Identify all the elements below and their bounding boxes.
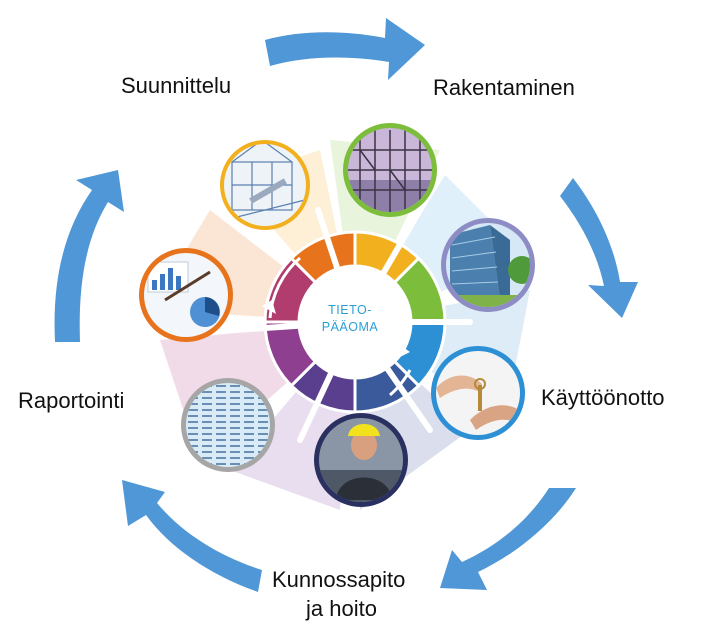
sheet-cell: [202, 415, 212, 417]
sheet-cell: [188, 439, 198, 441]
sheet-cell: [216, 385, 226, 387]
sheet-cell: [230, 427, 240, 429]
blueprint-icon: [220, 140, 310, 230]
sheet-cell: [202, 451, 212, 453]
cycle-arrows: [54, 18, 638, 592]
sheet-cell: [188, 433, 198, 435]
sheet-cell: [216, 457, 226, 459]
sheet-cell: [244, 445, 254, 447]
phase-label-rakentaminen: Rakentaminen: [433, 75, 575, 100]
sheet-cell: [244, 397, 254, 399]
phase-label-kayttoonotto: Käyttöönotto: [541, 385, 665, 410]
sheet-cell: [244, 427, 254, 429]
sheet-cell: [230, 409, 240, 411]
sheet-cell: [258, 415, 268, 417]
sheet-cell: [244, 439, 254, 441]
sheet-cell: [244, 409, 254, 411]
report-charts-icon: [139, 248, 233, 342]
sheet-cell: [202, 457, 212, 459]
center-title-line1: TIETO-: [328, 303, 372, 317]
sheet-cell: [216, 433, 226, 435]
arrow-bottom-left: [122, 480, 262, 592]
sheet-cell: [230, 451, 240, 453]
center-hub: TIETO- PÄÄOMA: [299, 266, 411, 378]
center-title-line2: PÄÄOMA: [322, 320, 379, 334]
sheet-cell: [230, 415, 240, 417]
sheet-cell: [188, 463, 198, 465]
sheet-cell: [230, 397, 240, 399]
sheet-cell: [258, 439, 268, 441]
sheet-cell: [202, 445, 212, 447]
sheet-cell: [244, 415, 254, 417]
sheet-cell: [202, 409, 212, 411]
sheet-cell: [202, 439, 212, 441]
sheet-cell: [244, 391, 254, 393]
office-building-icon: [441, 218, 535, 312]
phase-label-suunnittelu: Suunnittelu: [121, 73, 232, 98]
sheet-cell: [216, 451, 226, 453]
sheet-cell: [230, 421, 240, 423]
sheet-cell: [230, 433, 240, 435]
sheet-cell: [258, 433, 268, 435]
sheet-cell: [258, 421, 268, 423]
sheet-cell: [202, 433, 212, 435]
arrow-right: [560, 178, 638, 318]
sheet-cell: [216, 421, 226, 423]
sheet-cell: [244, 421, 254, 423]
sheet-cell: [230, 457, 240, 459]
sheet-cell: [216, 391, 226, 393]
sheet-cell: [202, 403, 212, 405]
worker-hardhat-icon: [314, 413, 408, 507]
sheet-cell: [202, 391, 212, 393]
sheet-cell: [258, 445, 268, 447]
arrow-top: [265, 18, 425, 80]
sheet-cell: [258, 409, 268, 411]
sheet-cell: [216, 397, 226, 399]
construction-scaffold-icon: [343, 123, 437, 217]
inner-cycle-arrows: [268, 256, 412, 397]
sheet-cell: [258, 403, 268, 405]
sheet-cell: [202, 427, 212, 429]
sheet-cell: [230, 385, 240, 387]
sheet-cell: [188, 415, 198, 417]
sheet-cell: [216, 415, 226, 417]
sheet-cell: [202, 421, 212, 423]
arrow-left: [54, 170, 124, 342]
sheet-cell: [188, 403, 198, 405]
phase-label-raportointi: Raportointi: [18, 388, 125, 413]
sheet-cell: [244, 403, 254, 405]
sheet-cell: [216, 439, 226, 441]
sheet-cell: [188, 445, 198, 447]
sheet-cell: [230, 445, 240, 447]
sheet-cell: [188, 421, 198, 423]
sheet-cell: [216, 445, 226, 447]
phase-label-kunnossapito-line1: Kunnossapito: [272, 567, 406, 592]
sheet-cell: [216, 403, 226, 405]
sheet-cell: [230, 391, 240, 393]
spreadsheet-icon: [181, 378, 275, 472]
sheet-cell: [188, 409, 198, 411]
sheet-cell: [244, 433, 254, 435]
sheet-cell: [244, 457, 254, 459]
sheet-cell: [230, 439, 240, 441]
handing-keys-icon: [431, 346, 525, 440]
sheet-cell: [202, 397, 212, 399]
sheet-cell: [230, 403, 240, 405]
sheet-cell: [216, 463, 226, 465]
sheet-cell: [216, 409, 226, 411]
phase-label-kunnossapito-line2: ja hoito: [306, 596, 377, 621]
sheet-cell: [188, 427, 198, 429]
sheet-cell: [230, 463, 240, 465]
sheet-cell: [216, 427, 226, 429]
sheet-cell: [244, 451, 254, 453]
sheet-cell: [258, 427, 268, 429]
arrow-bottom-right: [440, 488, 576, 590]
